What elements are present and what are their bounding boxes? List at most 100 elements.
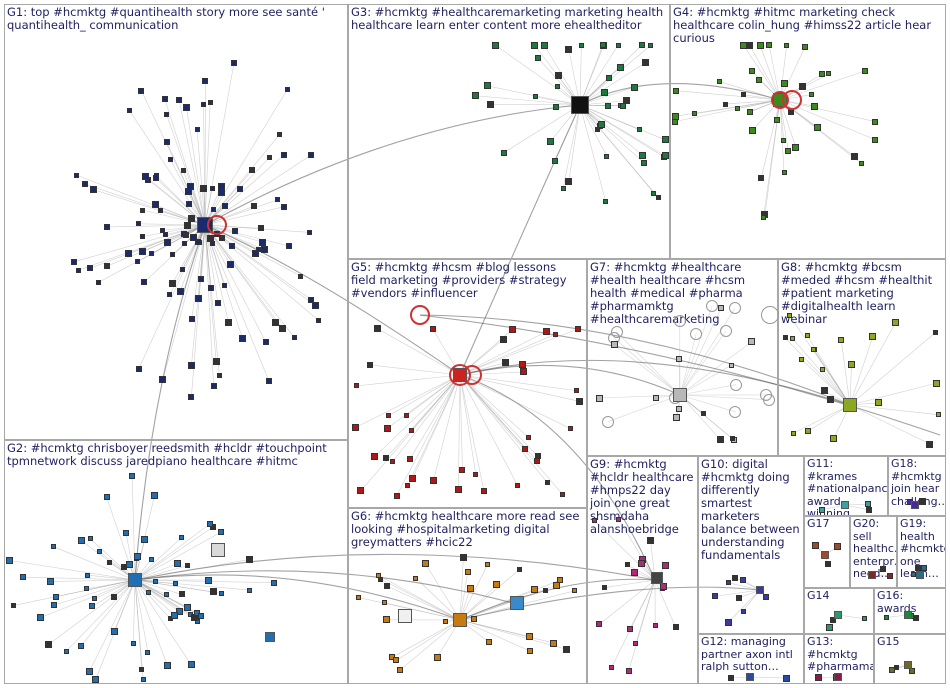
network-node[interactable] bbox=[798, 356, 804, 362]
network-node[interactable] bbox=[508, 326, 516, 334]
network-node[interactable] bbox=[552, 104, 559, 111]
network-node[interactable] bbox=[167, 616, 173, 622]
network-node[interactable] bbox=[639, 42, 646, 48]
network-node[interactable] bbox=[595, 394, 603, 402]
network-node[interactable] bbox=[640, 159, 647, 166]
network-node[interactable] bbox=[227, 260, 235, 268]
network-node[interactable] bbox=[200, 184, 208, 192]
network-node[interactable] bbox=[672, 624, 679, 631]
network-node[interactable] bbox=[804, 333, 810, 339]
network-node[interactable] bbox=[36, 614, 44, 622]
network-node[interactable] bbox=[741, 92, 747, 98]
network-node[interactable] bbox=[804, 428, 811, 435]
network-node[interactable] bbox=[861, 67, 868, 74]
network-node[interactable] bbox=[651, 190, 657, 196]
network-node[interactable] bbox=[218, 529, 225, 536]
network-node[interactable] bbox=[543, 327, 551, 335]
network-node[interactable] bbox=[609, 664, 615, 670]
network-node[interactable] bbox=[413, 575, 419, 581]
network-node[interactable] bbox=[92, 595, 98, 601]
network-node[interactable] bbox=[70, 258, 77, 265]
network-node[interactable] bbox=[888, 667, 895, 674]
network-node[interactable] bbox=[238, 334, 246, 342]
network-node[interactable] bbox=[215, 300, 222, 307]
network-node[interactable] bbox=[546, 138, 554, 146]
network-node[interactable] bbox=[245, 555, 253, 563]
network-node[interactable] bbox=[89, 603, 96, 610]
network-node[interactable] bbox=[790, 336, 796, 342]
hub-node-jaredpiano[interactable] bbox=[211, 543, 225, 557]
network-node[interactable] bbox=[727, 675, 734, 681]
network-node[interactable] bbox=[262, 339, 269, 346]
network-node[interactable] bbox=[728, 362, 734, 368]
network-node[interactable] bbox=[382, 600, 388, 606]
network-node[interactable] bbox=[625, 668, 632, 675]
network-node[interactable] bbox=[135, 365, 142, 372]
network-node[interactable] bbox=[429, 477, 437, 485]
network-node[interactable] bbox=[201, 101, 206, 107]
network-node[interactable] bbox=[565, 177, 573, 185]
network-node[interactable] bbox=[603, 198, 609, 204]
network-node[interactable] bbox=[692, 111, 698, 117]
network-node[interactable] bbox=[572, 588, 578, 594]
network-node[interactable] bbox=[232, 228, 239, 235]
network-node[interactable] bbox=[173, 560, 181, 568]
network-node[interactable] bbox=[188, 315, 195, 322]
network-node[interactable] bbox=[578, 42, 584, 48]
network-node[interactable] bbox=[209, 588, 217, 596]
network-node[interactable] bbox=[808, 92, 814, 98]
network-node[interactable] bbox=[792, 143, 800, 151]
network-node[interactable] bbox=[926, 440, 934, 448]
network-node[interactable] bbox=[139, 666, 145, 672]
network-node[interactable] bbox=[221, 203, 228, 210]
network-node[interactable] bbox=[280, 203, 287, 210]
network-node[interactable] bbox=[573, 388, 579, 394]
network-node[interactable] bbox=[186, 201, 193, 208]
network-node[interactable] bbox=[11, 603, 17, 609]
network-node[interactable] bbox=[526, 435, 532, 441]
network-node[interactable] bbox=[276, 132, 282, 138]
network-node[interactable] bbox=[575, 325, 582, 332]
network-node[interactable] bbox=[142, 173, 150, 181]
network-node[interactable] bbox=[519, 360, 527, 368]
network-node[interactable] bbox=[107, 560, 113, 565]
network-node[interactable] bbox=[647, 536, 654, 544]
network-node[interactable] bbox=[604, 153, 610, 159]
network-node[interactable] bbox=[259, 238, 267, 246]
hub-node-g9[interactable] bbox=[651, 572, 663, 584]
hub-node[interactable] bbox=[904, 611, 912, 619]
network-node[interactable] bbox=[636, 127, 642, 133]
network-node[interactable] bbox=[167, 292, 173, 298]
network-node[interactable] bbox=[642, 58, 650, 66]
network-node[interactable] bbox=[194, 239, 201, 246]
network-node[interactable] bbox=[553, 581, 561, 589]
network-node[interactable] bbox=[918, 498, 926, 506]
network-node[interactable] bbox=[869, 333, 877, 341]
network-node[interactable] bbox=[756, 76, 763, 83]
network-node[interactable] bbox=[812, 542, 820, 550]
network-node[interactable] bbox=[526, 647, 533, 654]
network-node[interactable] bbox=[443, 619, 449, 625]
network-node[interactable] bbox=[151, 491, 159, 499]
network-node[interactable] bbox=[219, 235, 226, 242]
network-node[interactable] bbox=[157, 208, 163, 214]
network-node[interactable] bbox=[386, 413, 392, 419]
network-node[interactable] bbox=[103, 494, 110, 501]
network-node[interactable] bbox=[272, 318, 280, 326]
network-node[interactable] bbox=[811, 347, 817, 353]
network-node[interactable] bbox=[374, 325, 382, 333]
network-node[interactable] bbox=[281, 151, 288, 158]
network-node[interactable] bbox=[230, 60, 237, 67]
network-node[interactable] bbox=[671, 112, 679, 120]
network-node[interactable] bbox=[610, 341, 618, 349]
network-node[interactable] bbox=[875, 399, 883, 407]
network-node[interactable] bbox=[308, 296, 315, 303]
network-node[interactable] bbox=[550, 639, 558, 647]
network-node[interactable] bbox=[77, 537, 85, 545]
network-node[interactable] bbox=[540, 41, 548, 49]
network-node[interactable] bbox=[45, 640, 53, 648]
network-node[interactable] bbox=[748, 126, 756, 134]
hub-node-g6-image[interactable] bbox=[510, 596, 524, 610]
hub-node[interactable] bbox=[746, 673, 754, 681]
network-node[interactable] bbox=[312, 302, 319, 310]
